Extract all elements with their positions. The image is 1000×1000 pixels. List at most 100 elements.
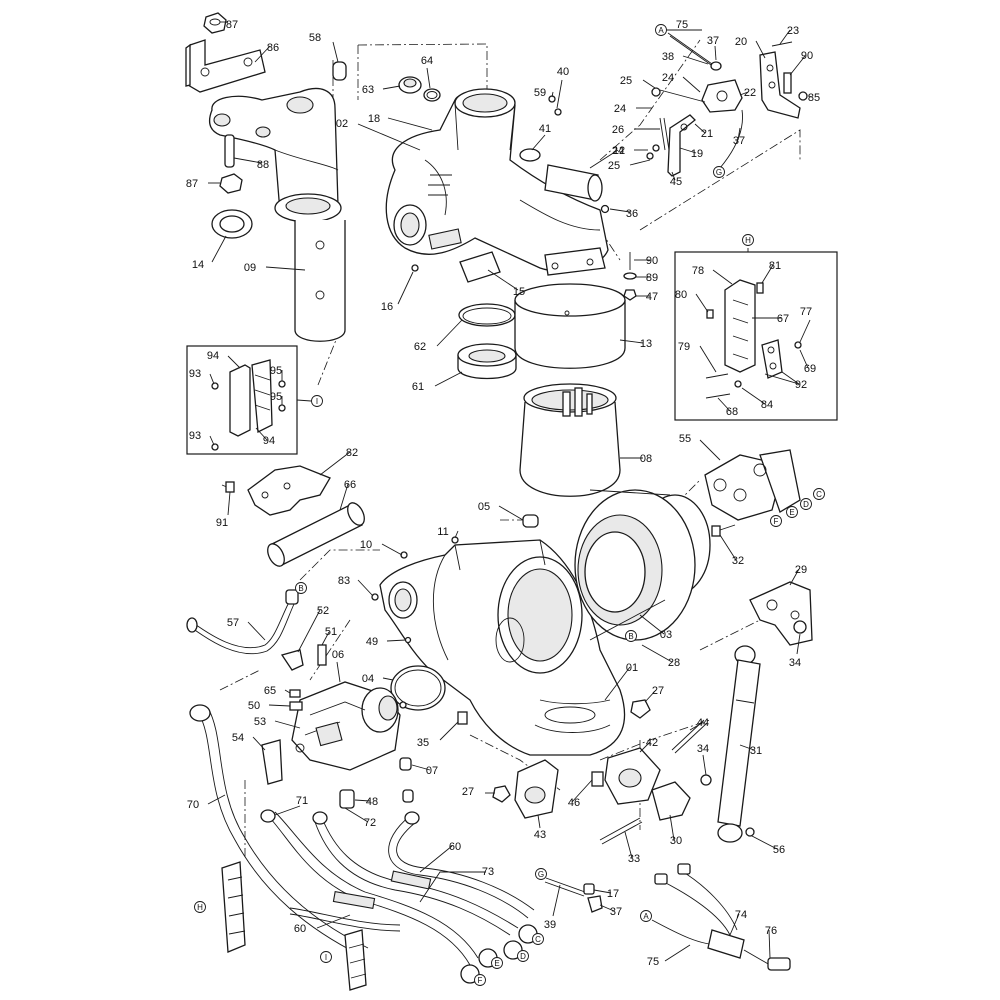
- connector-letter: G: [716, 168, 722, 177]
- part-callout-50: 50: [248, 700, 260, 712]
- connector-letter: I: [316, 397, 318, 406]
- part-callout-44: 44: [697, 717, 709, 729]
- part-callout-25: 25: [608, 160, 620, 172]
- part-callout-84: 84: [761, 399, 773, 411]
- connector-letter: B: [298, 584, 303, 593]
- part-callout-10: 10: [360, 539, 372, 551]
- bracket-and-tube: [221, 465, 365, 567]
- part-callout-33: 33: [628, 853, 640, 865]
- upper-pillar-assembly: [185, 12, 347, 342]
- part-callout-53: 53: [254, 716, 266, 728]
- part-callout-37: 37: [707, 35, 719, 47]
- connector-circle: [813, 488, 825, 500]
- part-callout-18: 18: [368, 113, 380, 125]
- connector-letter: C: [535, 935, 541, 944]
- part-callout-75: 75: [647, 956, 659, 968]
- part-callout-57: 57: [227, 617, 239, 629]
- part-callout-27: 27: [462, 786, 474, 798]
- part-callout-46: 46: [568, 797, 580, 809]
- part-callout-35: 35: [417, 737, 429, 749]
- part-callout-68: 68: [726, 406, 738, 418]
- connector-e: E: [491, 957, 503, 969]
- connector-circle: [625, 630, 637, 642]
- part-callout-14: 14: [192, 259, 204, 271]
- part-callout-39: 39: [544, 919, 556, 931]
- part-callout-81: 81: [769, 260, 781, 272]
- connector-letter: D: [803, 500, 809, 509]
- part-callout-01: 01: [626, 662, 638, 674]
- connector-d: D: [517, 950, 529, 962]
- part-callout-67: 67: [777, 313, 789, 325]
- part-callout-83: 83: [338, 575, 350, 587]
- part-callout-60: 60: [294, 923, 306, 935]
- part-callout-32: 32: [732, 555, 744, 567]
- part-callout-73: 73: [482, 866, 494, 878]
- part-callout-21: 21: [701, 128, 713, 140]
- connector-letter: C: [816, 490, 822, 499]
- part-callout-90: 90: [801, 50, 813, 62]
- connector-c: C: [532, 933, 544, 945]
- part-callout-92: 92: [795, 379, 807, 391]
- part-callout-22: 22: [744, 87, 756, 99]
- connector-i: I: [320, 951, 332, 963]
- part-callout-94: 94: [207, 350, 219, 362]
- part-callout-94: 94: [263, 435, 275, 447]
- connector-a: A: [655, 24, 667, 36]
- hose-57: [186, 589, 299, 655]
- part-callout-55: 55: [679, 433, 691, 445]
- part-callout-13: 13: [640, 338, 652, 350]
- hydraulic-motor: [261, 644, 468, 785]
- connector-letter: D: [520, 952, 526, 961]
- part-callout-88: 88: [257, 159, 269, 171]
- shock-absorber: [717, 645, 761, 843]
- connector-d: D: [800, 498, 812, 510]
- part-callout-24: 24: [614, 103, 626, 115]
- part-callout-95: 95: [270, 365, 282, 377]
- part-callout-05: 05: [478, 501, 490, 513]
- connector-letter: B: [628, 632, 633, 641]
- part-callout-26: 26: [612, 124, 624, 136]
- part-callout-70: 70: [187, 799, 199, 811]
- wiring-harness: [651, 863, 791, 971]
- connector-circle: [535, 868, 547, 880]
- part-callout-86: 86: [267, 42, 279, 54]
- part-callout-34: 34: [789, 657, 801, 669]
- part-callout-90: 90: [646, 255, 658, 267]
- wheel-hub: [574, 489, 711, 641]
- linkage-rod: [544, 877, 603, 913]
- air-spring: [514, 283, 626, 497]
- part-callout-04: 04: [362, 673, 374, 685]
- connector-letter: G: [538, 870, 544, 879]
- part-callout-24: 24: [612, 145, 624, 157]
- part-callout-40: 40: [557, 66, 569, 78]
- connector-a: A: [640, 910, 652, 922]
- connector-b: B: [295, 582, 307, 594]
- connector-f: F: [770, 515, 782, 527]
- connector-g: G: [535, 868, 547, 880]
- part-callout-34: 34: [697, 743, 709, 755]
- part-callout-85: 85: [808, 92, 820, 104]
- part-callout-43: 43: [534, 829, 546, 841]
- connector-letter: E: [494, 959, 499, 968]
- part-callout-03: 03: [660, 629, 672, 641]
- lower-brackets: [492, 699, 712, 845]
- connector-letter: A: [658, 26, 664, 35]
- part-callout-62: 62: [414, 341, 426, 353]
- connector-c: C: [813, 488, 825, 500]
- connector-b: B: [625, 630, 637, 642]
- leveling-valve-assembly: [646, 32, 808, 177]
- fasteners-90-89-47: [623, 252, 637, 301]
- part-callout-12: 12: [613, 145, 625, 157]
- part-callout-28: 28: [668, 657, 680, 669]
- part-callout-27: 27: [652, 685, 664, 697]
- part-callout-69: 69: [804, 363, 816, 375]
- part-callout-08: 08: [640, 453, 652, 465]
- part-callout-89: 89: [646, 272, 658, 284]
- part-callout-60: 60: [449, 841, 461, 853]
- part-callout-95: 95: [270, 391, 282, 403]
- part-callout-74: 74: [735, 909, 747, 921]
- part-callout-52: 52: [317, 605, 329, 617]
